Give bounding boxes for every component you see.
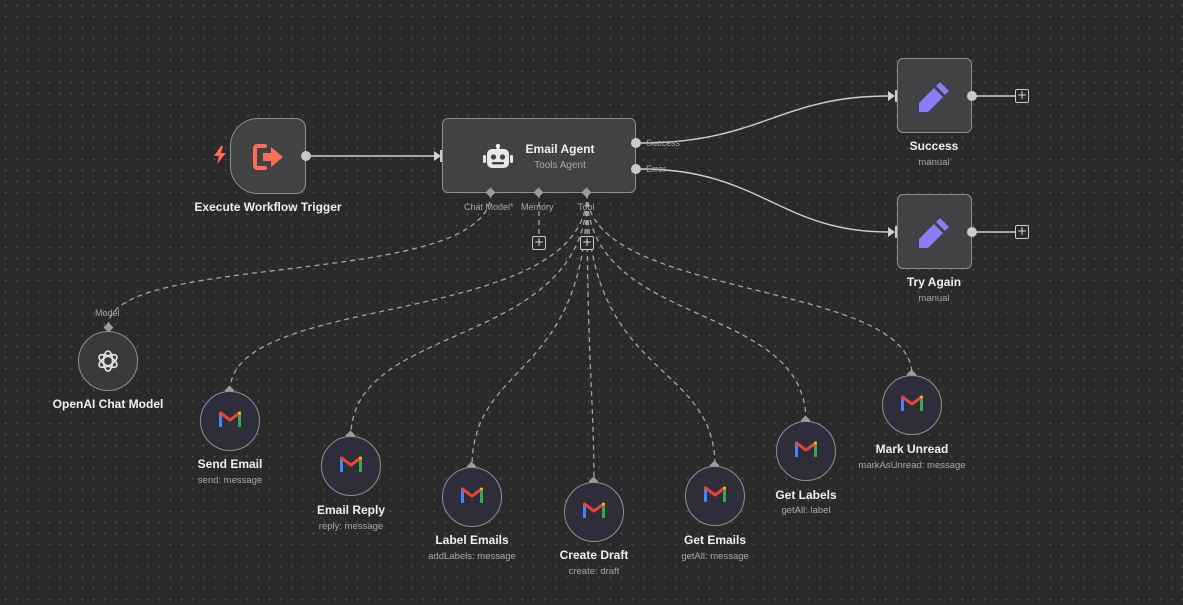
memory-label: Memory <box>521 202 554 212</box>
tool-title: Get Emails <box>683 533 747 547</box>
success-input-arrow <box>888 91 895 101</box>
agent-input-arrow <box>434 151 441 161</box>
tool-subtitle: send: message <box>197 475 263 486</box>
chat-model-label: Chat Model* <box>464 202 514 212</box>
gmail-icon <box>583 501 605 523</box>
agent-error-label: Error <box>646 164 666 174</box>
success-output-handle[interactable] <box>967 91 977 101</box>
tool-subtitle: addLabels: message <box>428 551 516 562</box>
wire-tool-get-labels <box>586 192 807 422</box>
agent-error-handle[interactable] <box>631 164 641 174</box>
execute-workflow-trigger-node[interactable] <box>230 118 306 194</box>
wire-tool-email-reply <box>350 192 588 437</box>
tool-node-get-labels[interactable] <box>776 421 836 481</box>
gmail-icon <box>219 410 241 432</box>
required-mark: * <box>510 202 514 212</box>
wire-tool-send-email <box>229 192 588 392</box>
tool-title: Mark Unread <box>875 442 949 456</box>
trigger-bolt-icon <box>214 146 226 169</box>
tool-title: Label Emails <box>435 533 509 547</box>
wire-tool-label-emails <box>471 192 588 468</box>
agent-input-handle[interactable] <box>440 150 443 162</box>
agent-title: Email Agent <box>525 142 595 156</box>
tool-subtitle: markAsUnread: message <box>858 460 966 471</box>
tool-label: Tool <box>578 202 595 212</box>
tool-node-send-email[interactable] <box>200 391 260 451</box>
pencil-icon <box>918 215 952 254</box>
tool-subtitle: getAll: label <box>781 505 831 516</box>
wire-tool-mark-unread <box>586 192 913 376</box>
success-title: Success <box>909 139 959 153</box>
tool-subtitle: getAll: message <box>681 551 749 562</box>
openai-chat-model-node[interactable] <box>78 331 138 391</box>
openai-icon <box>95 348 121 374</box>
wire-tool-create-draft <box>586 192 595 483</box>
gmail-icon <box>340 455 362 477</box>
wire-model <box>107 192 492 328</box>
add-tool-button[interactable]: + <box>580 235 594 250</box>
add-memory-button[interactable]: + <box>532 235 546 250</box>
chat-model-label-text: Chat Model <box>464 202 511 212</box>
tool-title: Send Email <box>197 457 263 471</box>
gmail-icon <box>795 440 817 462</box>
success-input-handle[interactable] <box>895 90 898 102</box>
gmail-icon <box>461 486 483 508</box>
retry-input-arrow <box>888 227 895 237</box>
wire-success <box>640 95 889 144</box>
tool-title: Create Draft <box>559 548 629 562</box>
tool-node-create-draft[interactable] <box>564 482 624 542</box>
agent-subtitle: Tools Agent <box>534 160 586 171</box>
tool-node-get-emails[interactable] <box>685 466 745 526</box>
retry-output-handle[interactable] <box>967 227 977 237</box>
tool-title: Email Reply <box>316 503 386 517</box>
openai-chat-model-title: OpenAI Chat Model <box>52 397 164 411</box>
wire-tool-get-emails <box>586 192 716 467</box>
trigger-title: Execute Workflow Trigger <box>194 200 342 214</box>
retry-input-handle[interactable] <box>895 226 898 238</box>
trigger-output-handle[interactable] <box>301 151 311 161</box>
tool-subtitle: reply: message <box>318 521 384 532</box>
gmail-icon <box>704 485 726 507</box>
try-again-node[interactable] <box>897 194 972 269</box>
wire-error <box>640 168 889 233</box>
success-add-button[interactable]: + <box>1015 88 1029 103</box>
tool-node-email-reply[interactable] <box>321 436 381 496</box>
tool-node-label-emails[interactable] <box>442 467 502 527</box>
success-subtitle: manual <box>918 157 950 168</box>
try-again-title: Try Again <box>906 275 962 289</box>
robot-icon <box>483 143 513 177</box>
sign-out-icon <box>253 143 285 176</box>
email-agent-node[interactable]: Email Agent Tools Agent <box>442 118 636 193</box>
tool-subtitle: create: draft <box>568 566 620 577</box>
agent-success-handle[interactable] <box>631 138 641 148</box>
agent-success-label: Success <box>646 138 681 148</box>
pencil-icon <box>918 79 952 118</box>
tool-title: Get Labels <box>775 488 837 502</box>
retry-add-button[interactable]: + <box>1015 224 1029 239</box>
try-again-subtitle: manual <box>918 293 950 304</box>
model-port-label: Model <box>95 308 120 318</box>
gmail-icon <box>901 394 923 416</box>
tool-node-mark-unread[interactable] <box>882 375 942 435</box>
success-node[interactable] <box>897 58 972 133</box>
